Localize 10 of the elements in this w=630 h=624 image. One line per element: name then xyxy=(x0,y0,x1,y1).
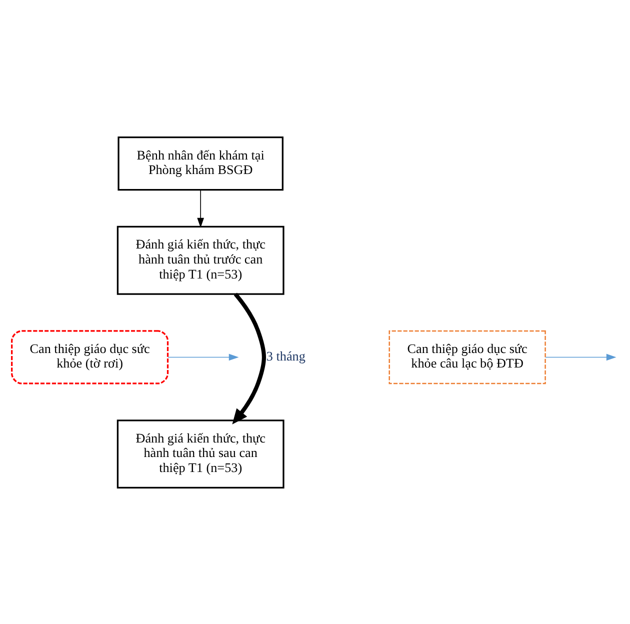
arrow xyxy=(168,353,239,360)
node-box: Can thiệp giáo dục sức khỏe câu lạc bộ ĐTĐ xyxy=(388,330,546,384)
edge-label: 3 tháng xyxy=(266,348,306,363)
node-box: Đánh giá kiến thức, thực hành tuân thủ trước can thiệp T1 (n=53) xyxy=(116,225,284,294)
node-box: Can thiệp giáo dục sức khỏe (tờ rơi) xyxy=(11,330,169,384)
arrow xyxy=(197,188,204,228)
node-box: Bệnh nhân đến khám tại Phòng khám BSGĐ xyxy=(118,136,284,190)
arrow xyxy=(545,353,616,360)
arrow xyxy=(232,292,266,424)
node-box: Đánh giá kiến thức, thực hành tuân thủ sau can thiệp T1 (n=53) xyxy=(116,419,284,488)
